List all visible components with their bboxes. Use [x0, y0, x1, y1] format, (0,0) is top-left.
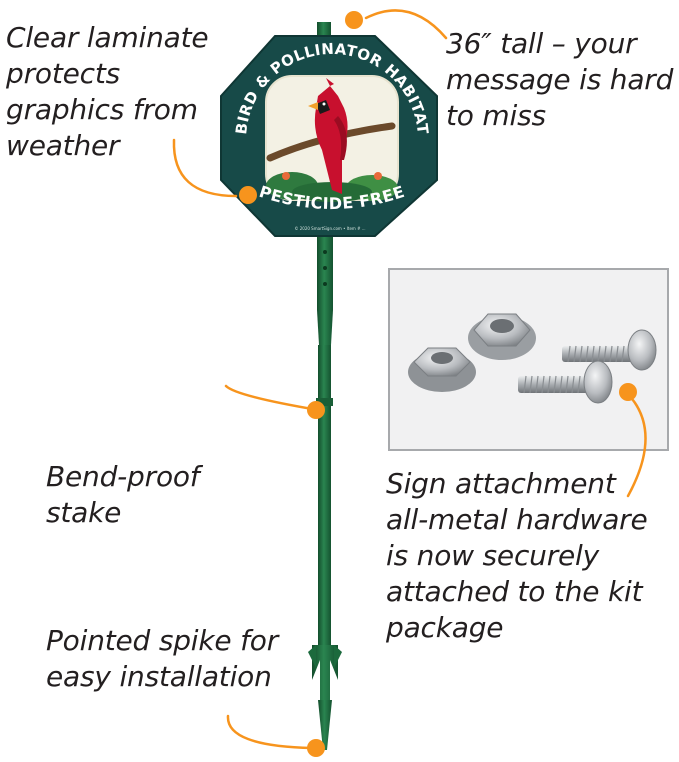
- dot-tall: [345, 11, 363, 29]
- callout-spike: Pointed spike for easy installation: [46, 624, 279, 693]
- bolt-lower: [518, 360, 613, 404]
- octagon-sign: BIRD & POLLINATOR HABITAT PESTICIDE FREE…: [220, 35, 438, 237]
- sign-fine-print: © 2020 SmartSign.com • Item # ...: [294, 226, 365, 231]
- hardware-illustration: [408, 313, 657, 404]
- flange-nut-left: [408, 347, 476, 392]
- callout-leaders: [172, 9, 647, 750]
- dot-hardware: [619, 383, 637, 401]
- dot-spike: [307, 739, 325, 757]
- callout-dots: [239, 11, 637, 757]
- dot-laminate: [239, 186, 257, 204]
- bolt-upper: [562, 329, 657, 371]
- cardinal-bird: [308, 78, 348, 194]
- hardware-photo: [388, 268, 669, 451]
- flange-nut-right: [468, 313, 536, 360]
- callout-laminate: Clear laminate protects graphics from we…: [6, 21, 209, 162]
- dot-bend: [307, 401, 325, 419]
- callout-height: 36″ tall – your message is hard to miss: [446, 27, 674, 132]
- stake: [308, 22, 342, 750]
- callout-hardware: Sign attachment all-metal hardware is no…: [386, 467, 648, 644]
- callout-bend-proof: Bend-proof stake: [46, 460, 200, 529]
